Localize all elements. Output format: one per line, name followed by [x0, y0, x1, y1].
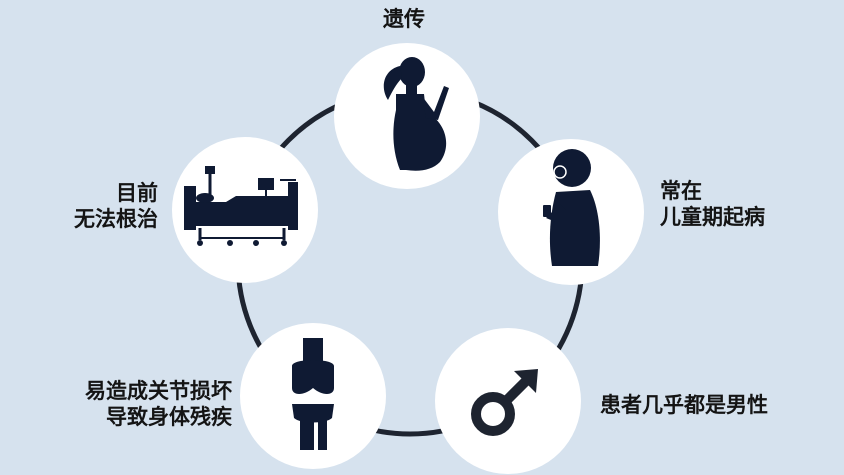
hospital-bed-icon: [184, 166, 298, 246]
knee-joint-icon: [292, 338, 334, 450]
male-symbol-arrowhead: [514, 369, 538, 393]
label-incurable: 目前 无法根治: [74, 180, 158, 232]
node-circle: [240, 323, 386, 469]
label-line: 儿童期起病: [660, 205, 765, 229]
label-line: 目前: [116, 181, 158, 205]
label-childhood: 常在 儿童期起病: [660, 178, 765, 230]
label-line: 常在: [660, 179, 702, 203]
node-incurable: [172, 137, 318, 283]
node-heredity: [334, 43, 480, 189]
label-line: 易造成关节损坏: [85, 379, 232, 403]
label-line: 导致身体残疾: [106, 405, 232, 429]
label-male: 患者几乎都是男性: [600, 392, 768, 418]
node-childhood: [498, 139, 644, 285]
label-line: 患者几乎都是男性: [600, 393, 768, 417]
label-line: 无法根治: [74, 207, 158, 231]
label-joint: 易造成关节损坏 导致身体残疾: [85, 378, 232, 430]
node-joint: [240, 323, 386, 469]
child-with-phone-icon: [543, 149, 600, 266]
label-line: 遗传: [383, 7, 425, 31]
pregnant-woman-icon: [383, 57, 449, 171]
label-heredity: 遗传: [383, 6, 425, 32]
node-male: [435, 328, 581, 474]
